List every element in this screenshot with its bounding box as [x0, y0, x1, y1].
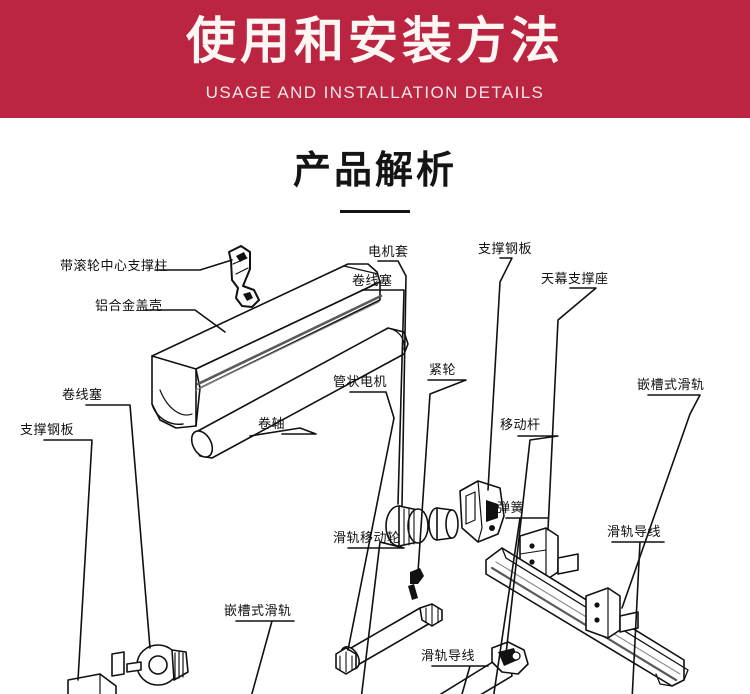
label-spring: 弹簧	[497, 501, 525, 516]
part-cord-plug-left	[111, 644, 189, 686]
product-exploded-diagram: 带滚轮中心支撑柱 铝合金盖壳 电机套 卷线塞 支撑钢板 天幕支撑座 嵌槽式滑轨 …	[0, 228, 750, 694]
label-rail-moving-wheel: 滑轨移动轮	[333, 531, 401, 546]
leader-lines	[43, 257, 701, 694]
part-moving-rod	[439, 641, 529, 694]
part-support-steel-plate-left	[67, 673, 117, 694]
part-tubular-motor	[335, 603, 443, 675]
part-slide-rail-bracket-right	[585, 587, 639, 639]
section-title: 产品解析	[292, 148, 457, 192]
section-underline-rule	[340, 210, 410, 213]
exploded-view-artwork	[43, 245, 701, 694]
label-cord-plug-left: 卷线塞	[62, 388, 103, 403]
label-slotted-slide-rail-bottom: 嵌槽式滑轨	[224, 604, 292, 619]
part-roller-shaft	[190, 327, 409, 459]
label-support-steel-plate-left: 支撑钢板	[20, 423, 75, 438]
label-rail-lead-wire-right: 滑轨导线	[607, 525, 662, 540]
part-center-support-with-roller	[228, 245, 260, 308]
label-center-support-with-roller: 带滚轮中心支撑柱	[60, 259, 169, 274]
label-motor-sleeve: 电机套	[368, 245, 409, 260]
banner-title: 使用和安装方法	[186, 12, 564, 70]
label-canopy-support-base: 天幕支撑座	[541, 272, 609, 287]
page-header-banner: 使用和安装方法 USAGE AND INSTALLATION DETAILS	[0, 0, 750, 118]
part-aluminium-cover-shell	[151, 263, 383, 429]
label-slotted-slide-rail-right: 嵌槽式滑轨	[637, 378, 705, 393]
label-moving-rod: 移动杆	[500, 418, 541, 433]
label-aluminium-cover-shell: 铝合金盖壳	[95, 299, 163, 314]
part-tension-wheel	[408, 568, 424, 600]
label-tubular-motor: 管状电机	[333, 375, 388, 390]
label-roller-shaft: 卷轴	[258, 417, 286, 432]
label-tension-wheel: 紧轮	[429, 363, 457, 378]
label-support-steel-plate-top: 支撑钢板	[478, 242, 533, 257]
label-rail-lead-wire-bottom: 滑轨导线	[421, 649, 476, 664]
banner-subtitle: USAGE AND INSTALLATION DETAILS	[205, 83, 545, 102]
part-motor-sleeve	[428, 507, 459, 541]
section-header: 产品解析	[0, 118, 750, 228]
label-cord-plug-top: 卷线塞	[352, 274, 393, 289]
part-support-steel-plate-top	[459, 480, 505, 543]
